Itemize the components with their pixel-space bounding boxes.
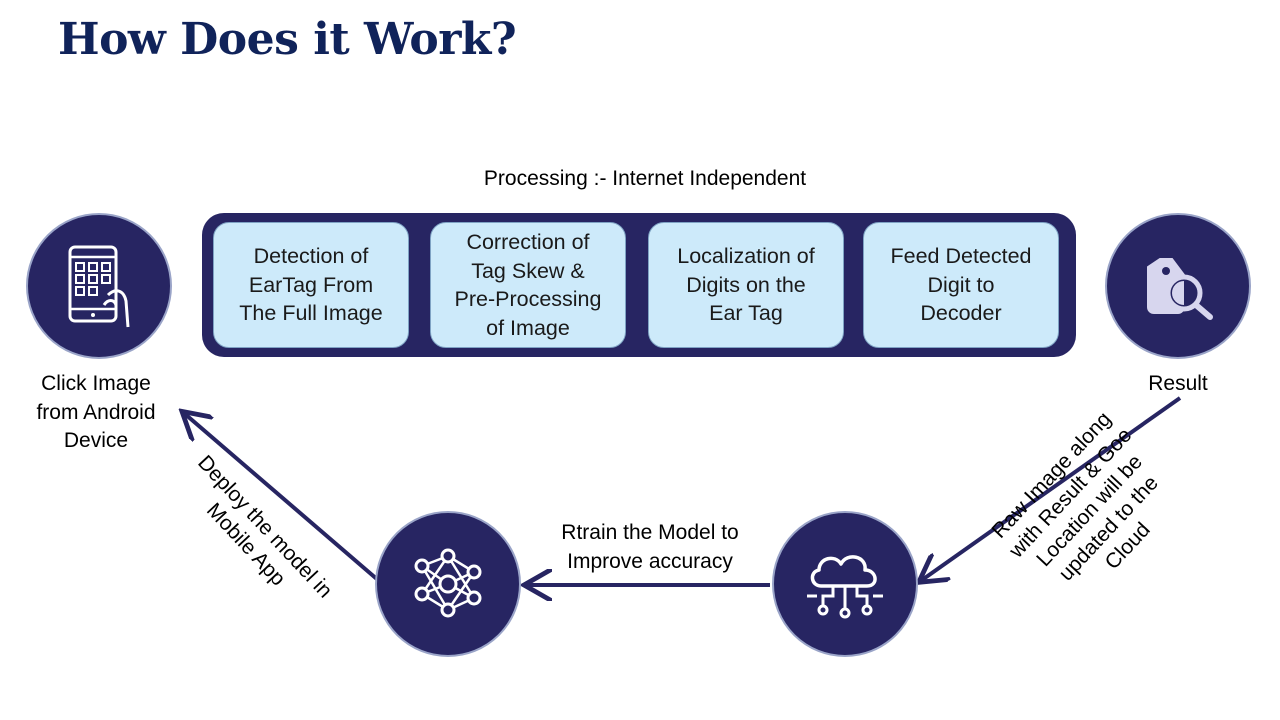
step-detection-label: Detection of EarTag From The Full Image <box>239 244 383 326</box>
slide-title: How Does it Work? <box>58 14 517 65</box>
arrow-model-to-capture <box>185 414 380 582</box>
step-localization: Localization of Digits on the Ear Tag <box>648 222 844 348</box>
step-correction: Correction of Tag Skew & Pre-Processing … <box>430 222 626 348</box>
result-node <box>1105 213 1251 359</box>
edge-label-retrain: Rtrain the Model to Improve accuracy <box>561 521 739 573</box>
step-decoder-label: Feed Detected Digit to Decoder <box>890 244 1032 326</box>
step-decoder: Feed Detected Digit to Decoder <box>863 222 1059 348</box>
step-correction-label: Correction of Tag Skew & Pre-Processing … <box>454 230 602 340</box>
tag-search-icon <box>1147 258 1213 320</box>
cloud-node <box>772 511 918 657</box>
smartphone-hand-icon <box>68 245 130 328</box>
capture-node <box>26 213 172 359</box>
step-localization-label: Localization of Digits on the Ear Tag <box>677 244 815 326</box>
capture-label: Click Image from Android Device <box>36 372 156 452</box>
neural-network-icon <box>414 548 482 618</box>
result-label: Result <box>1148 372 1208 395</box>
arrow-result-to-cloud <box>922 396 1182 580</box>
processing-caption: Processing :- Internet Independent <box>483 167 807 190</box>
model-node <box>375 511 521 657</box>
cloud-network-icon <box>807 555 883 619</box>
step-detection: Detection of EarTag From The Full Image <box>213 222 409 348</box>
